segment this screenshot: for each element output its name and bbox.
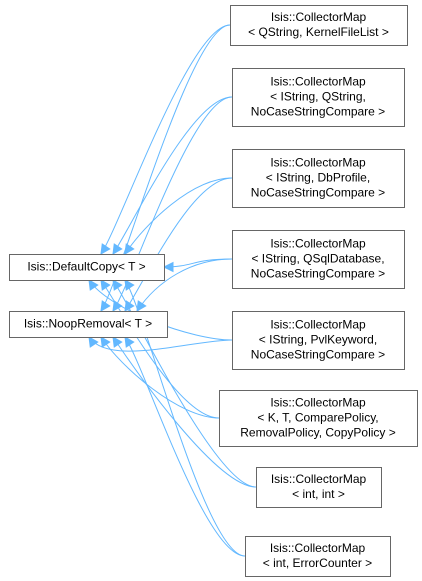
node-label-line: < IString, QSqlDatabase, (251, 252, 384, 266)
inheritance-edge (124, 177, 233, 312)
arrowhead-icon (88, 279, 99, 291)
node-box (245, 536, 391, 577)
node-box (9, 254, 165, 281)
inheritance-edge (100, 336, 220, 419)
arrowhead-icon (124, 279, 135, 291)
node-box (232, 230, 405, 289)
node-label-line: NoCaseStringCompare > (251, 348, 385, 362)
arrowhead-icon (112, 243, 123, 255)
inheritance-edge (124, 279, 246, 557)
node-box (219, 390, 418, 447)
node-label-line: < QString, KernelFileList > (248, 25, 389, 39)
arrowhead-icon (112, 336, 123, 348)
node-label-line: < int, ErrorCounter > (263, 556, 372, 570)
node-box (230, 5, 408, 46)
inheritance-edge (100, 24, 231, 312)
node-box (232, 311, 405, 370)
arrowhead-icon (162, 261, 174, 273)
arrowhead-icon (100, 243, 111, 255)
node-label-line: Isis::CollectorMap (270, 156, 366, 170)
class-node-cm-generic[interactable]: Isis::CollectorMap< K, T, ComparePolicy,… (219, 390, 418, 447)
node-label-line: Isis::CollectorMap (270, 541, 366, 555)
class-node-cm-qstring-kernel[interactable]: Isis::CollectorMap< QString, KernelFileL… (230, 5, 408, 46)
class-node-cm-istring-qsqldb[interactable]: Isis::CollectorMap< IString, QSqlDatabas… (232, 230, 405, 289)
node-label-line: Isis::DefaultCopy< T > (27, 260, 145, 274)
arrowhead-icon (100, 300, 111, 312)
class-node-cm-int-errorcounter[interactable]: Isis::CollectorMap< int, ErrorCounter > (245, 536, 391, 577)
node-label-line: Isis::NoopRemoval< T > (24, 317, 152, 331)
arrowhead-icon (124, 336, 135, 348)
arrowhead-icon (136, 300, 147, 312)
node-label-line: Isis::CollectorMap (270, 396, 366, 410)
inheritance-edge (100, 279, 220, 419)
inheritance-edge (163, 258, 233, 268)
class-node-cm-istring-dbprofile[interactable]: Isis::CollectorMap< IString, DbProfile,N… (232, 149, 405, 208)
inheritance-edge (112, 96, 233, 312)
node-label-line: < IString, QString, (270, 90, 366, 104)
edges-layer (88, 24, 257, 557)
node-label-line: Isis::CollectorMap (271, 472, 367, 486)
inheritance-edge (136, 258, 233, 312)
class-node-cm-int-int[interactable]: Isis::CollectorMap< int, int > (256, 467, 382, 508)
nodes-layer: Isis::DefaultCopy< T >Isis::NoopRemoval<… (9, 5, 418, 577)
node-label-line: NoCaseStringCompare > (251, 267, 385, 281)
arrowhead-icon (100, 279, 111, 291)
node-label-line: NoCaseStringCompare > (251, 105, 385, 119)
class-node-noop-removal[interactable]: Isis::NoopRemoval< T > (9, 311, 168, 338)
node-label-line: < IString, PvlKeyword, (259, 333, 377, 347)
inheritance-edge (88, 336, 233, 352)
node-label-line: RemovalPolicy, CopyPolicy > (240, 426, 396, 440)
node-label-line: Isis::CollectorMap (270, 318, 366, 332)
node-label-line: Isis::CollectorMap (270, 237, 366, 251)
inheritance-edge (124, 336, 246, 557)
inheritance-edge (112, 336, 257, 488)
node-label-line: < int, int > (292, 487, 345, 501)
inheritance-edge (112, 96, 233, 255)
node-label-line: NoCaseStringCompare > (251, 186, 385, 200)
arrowhead-icon (112, 279, 123, 291)
inheritance-edge (124, 177, 233, 255)
node-box (232, 68, 405, 127)
inheritance-edge (100, 24, 231, 255)
node-label-line: Isis::CollectorMap (270, 75, 366, 89)
node-label-line: < IString, DbProfile, (266, 171, 370, 185)
class-node-cm-istring-pvlkeyword[interactable]: Isis::CollectorMap< IString, PvlKeyword,… (232, 311, 405, 370)
node-box (9, 311, 168, 338)
node-box (232, 149, 405, 208)
arrowhead-icon (124, 300, 135, 312)
node-box (256, 467, 382, 508)
class-node-default-copy[interactable]: Isis::DefaultCopy< T > (9, 254, 165, 281)
arrowhead-icon (88, 336, 99, 348)
node-label-line: Isis::CollectorMap (271, 10, 367, 24)
inheritance-edge (112, 279, 257, 488)
class-node-cm-istring-qstring[interactable]: Isis::CollectorMap< IString, QString,NoC… (232, 68, 405, 127)
arrowhead-icon (112, 300, 123, 312)
arrowhead-icon (100, 336, 111, 348)
node-label-line: < K, T, ComparePolicy, (257, 411, 378, 425)
